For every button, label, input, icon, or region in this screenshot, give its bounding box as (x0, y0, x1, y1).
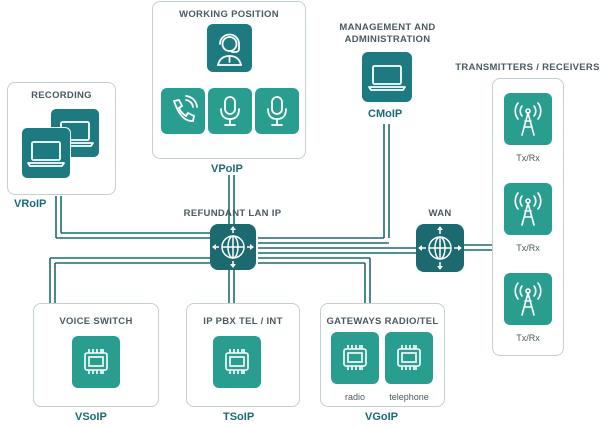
vpoip-label: VPoIP (211, 163, 243, 175)
wan-label: WAN (428, 208, 452, 219)
management-title-line1: MANAGEMENT AND (339, 22, 436, 33)
voice-switch-title: VOICE SWITCH (59, 316, 133, 327)
chip-icon (213, 336, 261, 388)
txrx-label: Tx/Rx (516, 243, 540, 253)
txrx-label: Tx/Rx (516, 333, 540, 343)
cmoip-label: CMoIP (368, 108, 403, 120)
chip-icon (72, 336, 120, 388)
microphone-icon (255, 88, 299, 134)
vroip-label: VRoIP (14, 198, 47, 210)
chip-icon (385, 332, 433, 384)
working-position-title: WORKING POSITION (179, 9, 279, 20)
vsoip-label: VSoIP (75, 411, 107, 423)
pbx-title: IP PBX TEL / INT (203, 316, 283, 327)
lan-label: REFUNDANT LAN IP (183, 208, 282, 219)
wan-globe-icon (416, 224, 464, 272)
vgoip-label: VGoIP (365, 411, 399, 423)
operator-headset-icon (207, 24, 252, 72)
chip-icon (331, 332, 379, 384)
lan-hub-globe-icon (210, 224, 256, 270)
phone-icon (161, 88, 205, 134)
antenna-tower-icon (504, 93, 552, 145)
gateways-title: GATEWAYS RADIO/TEL (326, 316, 439, 327)
microphone-icon (208, 88, 252, 134)
management-title-line2: ADMINISTRATION (344, 34, 431, 45)
laptop-icon (362, 52, 412, 102)
radio-label: radio (344, 392, 365, 402)
antenna-tower-icon (504, 273, 552, 325)
telephone-label: telephone (389, 392, 429, 402)
txrx-label: Tx/Rx (516, 153, 540, 163)
tsoip-label: TSoIP (223, 411, 255, 423)
recording-title: RECORDING (31, 90, 92, 101)
transmitters-title: TRANSMITTERS / RECEIVERS (455, 62, 600, 73)
antenna-tower-icon (504, 183, 552, 235)
laptop-icon (21, 127, 71, 179)
